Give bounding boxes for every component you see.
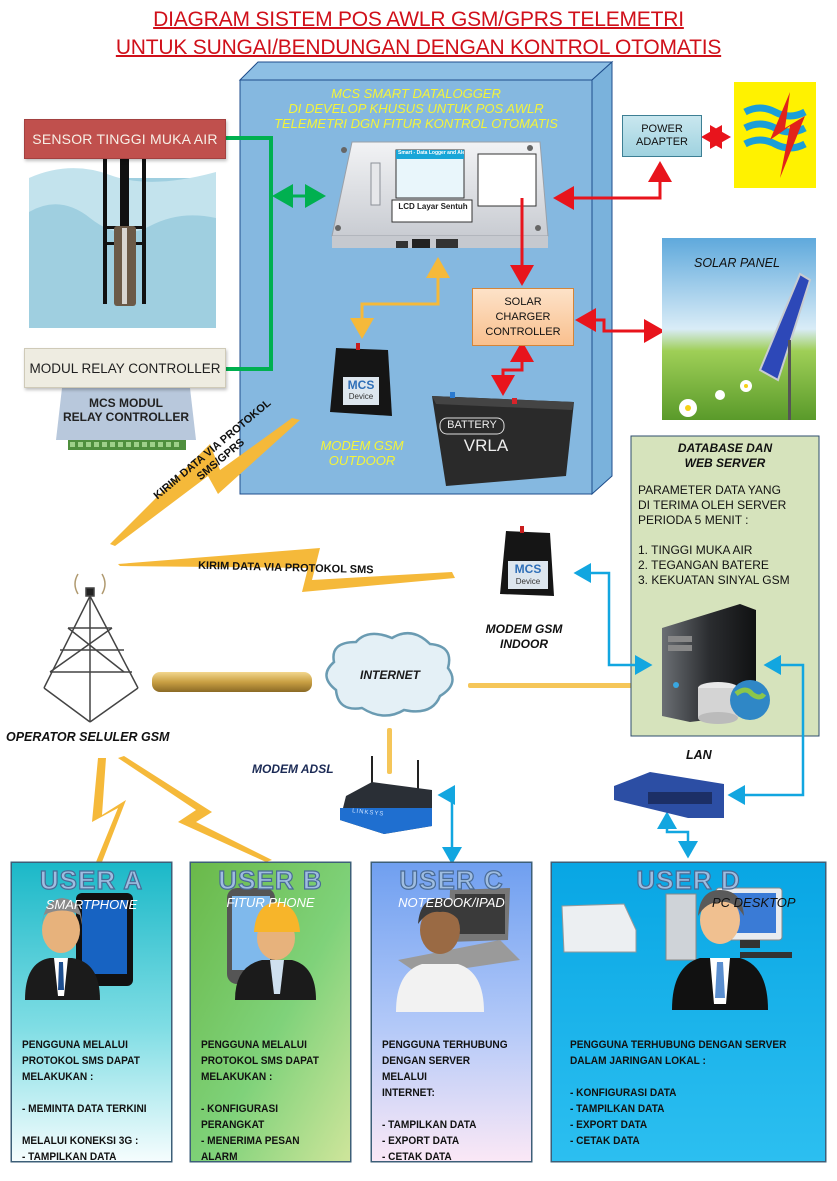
server-param-item: 3. KEKUATAN SINYAL GSM — [638, 573, 790, 587]
user-b-description: PENGGUNA MELALUI PROTOKOL SMS DAPAT MELA… — [201, 1039, 319, 1162]
user-a-title: USER A — [39, 864, 144, 895]
user-c-device: NOTEBOOK/IPAD — [398, 895, 505, 910]
user-c-description: PENGGUNA TERHUBUNG DENGAN SERVER MELALUI… — [382, 1039, 508, 1162]
user-d-illustration — [561, 887, 792, 1010]
modem-indoor-caption-line-1: MODEM GSM — [485, 622, 563, 636]
relay-device-caption: MCS MODUL RELAY CONTROLLER — [56, 396, 196, 424]
power-adapter-line-2: ADAPTER — [636, 136, 688, 148]
sensor-water-level-label[interactable]: SENSOR TINGGI MUKA AIR — [24, 119, 226, 159]
user-a-illustration — [25, 893, 133, 1000]
lan-label: LAN — [686, 748, 712, 762]
modem-outdoor-caption: MODEM GSM OUTDOOR — [312, 438, 412, 468]
datalogger-heading-line-3: TELEMETRI DGN FITUR KONTROL OTOMATIS — [274, 116, 558, 131]
battery-type: VRLA — [463, 436, 509, 455]
water-sensor-illustration — [29, 150, 216, 328]
modem-outdoor-caption-line-1: MODEM GSM — [320, 438, 404, 453]
fiber-pipe-tower-internet — [152, 672, 312, 692]
solar-charger-controller-box[interactable]: SOLAR CHARGER CONTROLLER — [472, 288, 574, 346]
diagram-title-line-1: DIAGRAM SISTEM POS AWLR GSM/GPRS TELEMET… — [153, 8, 684, 31]
solar-charger-line-2: CHARGER — [495, 310, 551, 323]
datalogger-heading: MCS SMART DATALOGGER DI DEVELOP KHUSUS U… — [240, 86, 592, 131]
user-d-description: PENGGUNA TERHUBUNG DENGAN SERVER DALAM J… — [570, 1039, 787, 1147]
server-description-line-3: PERIODA 5 MENIT : — [638, 513, 749, 527]
internet-label: INTERNET — [360, 668, 420, 682]
battery-badge: BATTERY — [447, 419, 497, 431]
datalogger-heading-line-2: DI DEVELOP KHUSUS UNTUK POS AWLR — [288, 101, 544, 116]
red-power-links — [491, 125, 731, 396]
user-b-illustration — [227, 888, 316, 1000]
relay-device-caption-line-2: RELAY CONTROLLER — [62, 410, 189, 424]
diagram-title-line-2: UNTUK SUNGAI/BENDUNGAN DENGAN KONTROL OT… — [115, 36, 722, 59]
modem-indoor-caption: MODEM GSM INDOOR — [474, 622, 574, 652]
server-param-item: 2. TEGANGAN BATERE — [638, 558, 769, 572]
relay-controller-device — [56, 388, 196, 450]
relay-controller-label[interactable]: MODUL RELAY CONTROLLER — [24, 348, 226, 388]
lan-switch — [614, 772, 724, 818]
battery-illustration — [432, 392, 574, 486]
operator-label: OPERATOR SELULER GSM — [6, 730, 170, 744]
server-title-line-2: WEB SERVER — [684, 456, 766, 470]
internet-cloud — [325, 631, 454, 717]
lcd-touch-label: LCD Layar Sentuh — [398, 202, 468, 211]
relay-device-caption-line-1: MCS MODUL — [89, 396, 163, 410]
lightning-links — [92, 418, 455, 862]
modem-indoor-caption-line-2: INDOOR — [500, 637, 548, 651]
modem-indoor-device — [500, 526, 554, 596]
user-c-illustration — [396, 888, 520, 1012]
user-a-description: PENGGUNA MELALUI PROTOKOL SMS DAPAT MELA… — [22, 1039, 147, 1162]
server-title: DATABASE DAN WEB SERVER — [631, 441, 819, 471]
server-param-item: 1. TINGGI MUKA AIR — [638, 543, 753, 557]
modem-indoor-brand: MCS — [514, 562, 542, 576]
modem-indoor-brand-sub: Device — [515, 577, 541, 586]
user-b-device: FITUR PHONE — [226, 895, 315, 910]
user-b-title: USER B — [218, 864, 323, 895]
datalogger-device — [331, 141, 549, 248]
solar-charger-line-1: SOLAR — [504, 295, 542, 308]
power-adapter-box[interactable]: POWER ADAPTER — [622, 115, 702, 157]
server-description: PARAMETER DATA YANG DI TERIMA OLEH SERVE… — [638, 483, 818, 588]
link-internet-server — [468, 683, 658, 688]
user-c-title: USER C — [399, 864, 504, 895]
user-d-device: PC DESKTOP — [712, 895, 796, 910]
modem-outdoor-caption-line-2: OUTDOOR — [328, 453, 396, 468]
user-b-card[interactable]: USER B FITUR PHONE PENGGUNA MELALUI PROT… — [190, 862, 351, 1162]
green-sensor-link — [224, 136, 273, 371]
power-adapter-line-1: POWER — [641, 123, 683, 135]
solar-charger-line-3: CONTROLLER — [485, 325, 561, 338]
user-d-card[interactable]: USER D PC DESKTOP PENGGUNA TERHUBUNG DEN… — [551, 862, 826, 1162]
user-a-card[interactable]: USER A SMARTPHONE PENGGUNA MELALUI PROTO… — [11, 862, 172, 1162]
adsl-router — [340, 756, 432, 834]
pln-logo — [734, 82, 816, 188]
server-description-line-1: PARAMETER DATA YANG — [638, 483, 781, 497]
user-c-card[interactable]: USER C NOTEBOOK/IPAD PENGGUNA TERHUBUNG … — [371, 862, 532, 1162]
modem-adsl-label: MODEM ADSL — [252, 762, 334, 776]
solar-panel-label: SOLAR PANEL — [694, 256, 780, 270]
cell-tower — [43, 573, 139, 723]
cyan-network-links — [437, 563, 805, 865]
solar-panel-image — [662, 238, 816, 420]
yellow-modem-link — [350, 257, 450, 339]
modem-outdoor-device — [330, 343, 392, 416]
server-title-line-1: DATABASE DAN — [677, 441, 773, 455]
modem-outdoor-brand: MCS — [347, 378, 375, 392]
datalogger-heading-line-1: MCS SMART DATALOGGER — [331, 86, 501, 101]
server-description-line-2: DI TERIMA OLEH SERVER — [638, 498, 787, 512]
modem-outdoor-brand-sub: Device — [348, 392, 374, 401]
user-a-device: SMARTPHONE — [45, 897, 138, 912]
user-d-title: USER D — [636, 864, 741, 895]
datalogger-screen-header: Smart - Data Logger and Alerting System — [398, 150, 464, 156]
link-internet-adsl — [387, 728, 392, 774]
